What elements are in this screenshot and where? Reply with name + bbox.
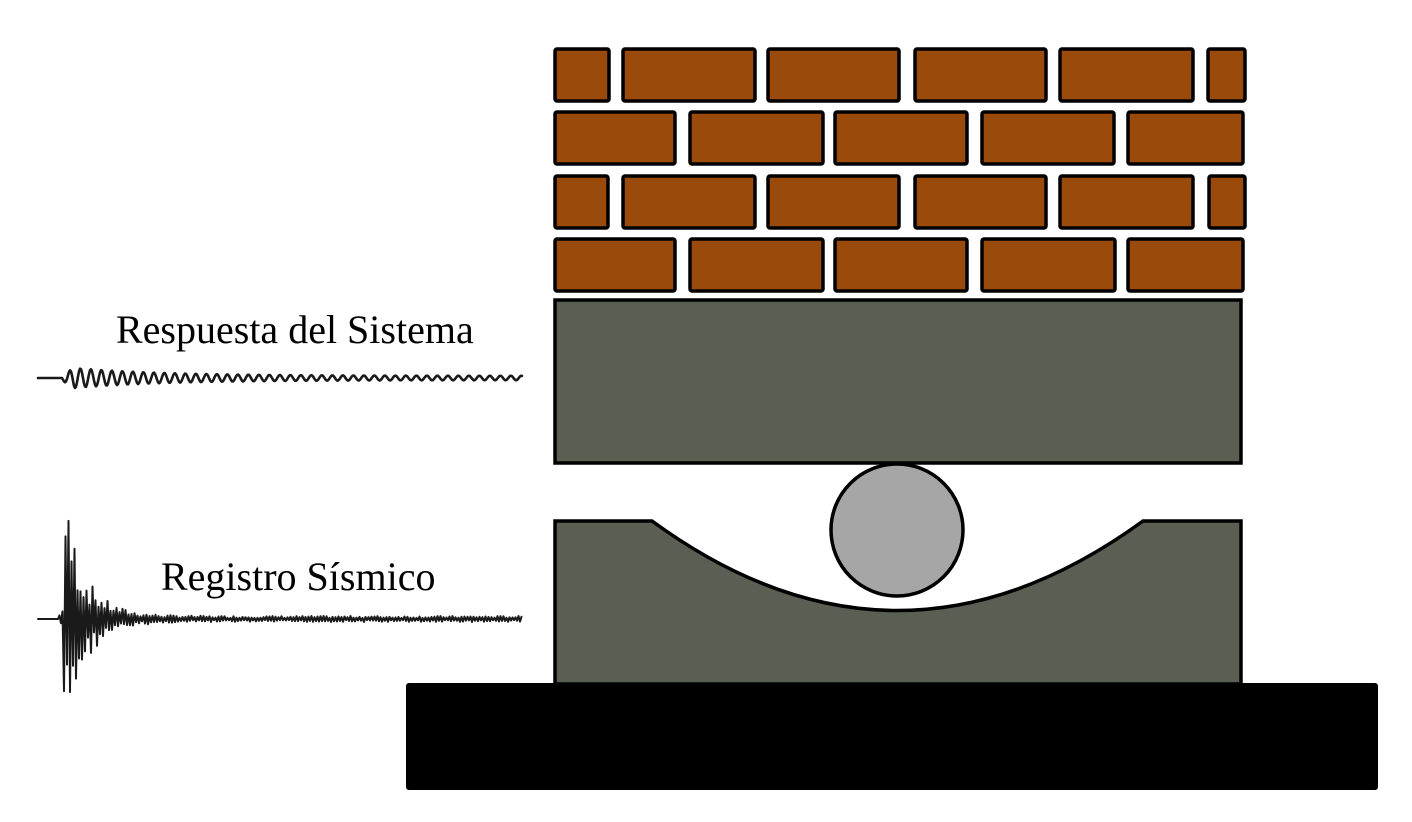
superstructure-block [553, 298, 1243, 465]
brick [621, 47, 757, 103]
brick [913, 47, 1048, 103]
brick-wall [553, 47, 1247, 293]
seismic-record-waveform [37, 519, 523, 694]
concave-base-block [553, 519, 1243, 686]
brick [688, 237, 825, 293]
seismic-record-label: Registro Sísmico [161, 554, 435, 599]
system-response-label: Respuesta del Sistema [116, 307, 474, 352]
brick [553, 110, 677, 166]
brick [833, 110, 969, 166]
brick [553, 47, 611, 103]
brick [553, 237, 677, 293]
brick [766, 174, 901, 230]
brick [1058, 174, 1195, 230]
brick [980, 110, 1116, 166]
brick [1207, 174, 1247, 230]
brick [688, 110, 825, 166]
brick [1126, 237, 1245, 293]
ground-slab [406, 683, 1378, 790]
brick [1058, 47, 1195, 103]
brick [766, 47, 901, 103]
brick [980, 237, 1117, 293]
brick [913, 174, 1048, 230]
system-response-waveform [36, 367, 524, 390]
brick [1206, 47, 1247, 103]
brick [553, 174, 610, 230]
brick [1126, 110, 1245, 166]
ball-bearing [829, 462, 965, 598]
brick [621, 174, 757, 230]
brick [833, 237, 969, 293]
